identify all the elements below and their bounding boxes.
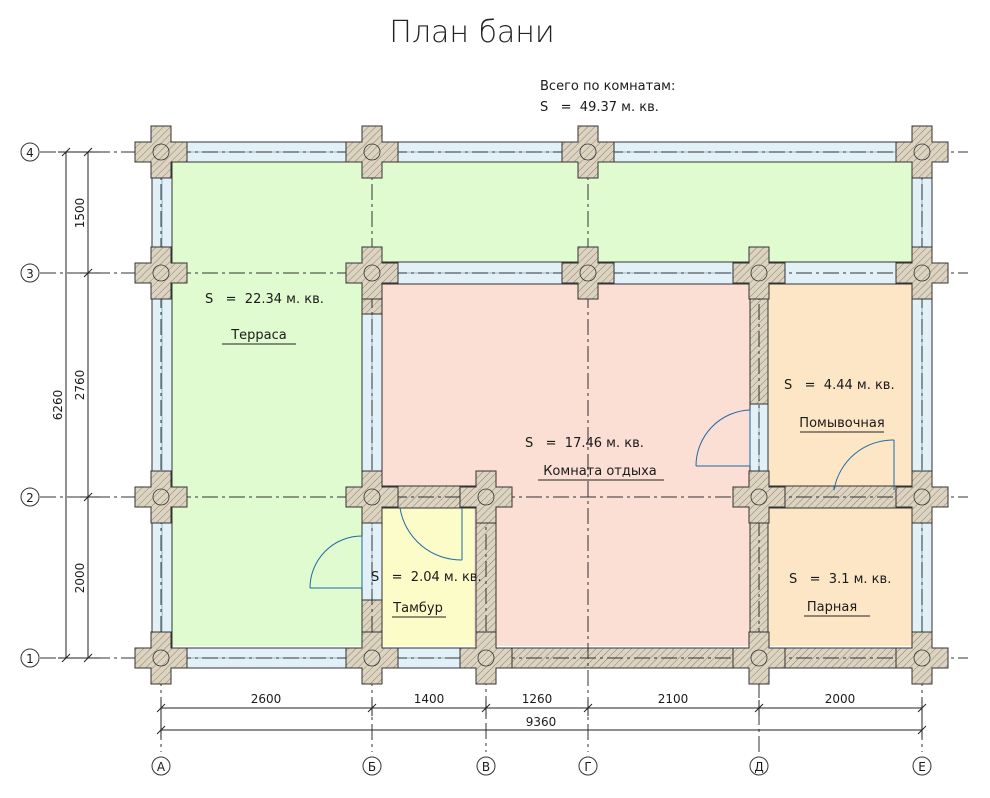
axis-bubbles-left: 4 3 2 1 bbox=[20, 142, 40, 668]
log-crossing-2 bbox=[561, 125, 615, 179]
door-vestibule[interactable] bbox=[399, 507, 463, 561]
log-end-2 bbox=[579, 143, 597, 161]
doors bbox=[309, 409, 895, 589]
log-end-6 bbox=[579, 264, 597, 282]
log-crossing-7 bbox=[732, 246, 786, 300]
room-floor-steam bbox=[768, 508, 912, 646]
log-crossing-6 bbox=[561, 246, 615, 300]
log-end-3 bbox=[913, 143, 931, 161]
log-crossing-14 bbox=[134, 631, 188, 685]
log-end-10 bbox=[363, 488, 381, 506]
log-crossing-3 bbox=[895, 125, 949, 179]
log-end-12 bbox=[750, 488, 768, 506]
log-crossing-18 bbox=[895, 631, 949, 685]
door-washroom-steam[interactable] bbox=[833, 439, 895, 491]
door-terrace-lounge[interactable] bbox=[309, 535, 363, 589]
dim-bottom-1: 2600 bbox=[251, 692, 282, 706]
dimension-chain-bottom: 2600 1400 1260 2100 2000 9360 bbox=[156, 692, 927, 738]
dim-bottom-3: 1260 bbox=[522, 692, 553, 706]
room-area-lounge: S = 17.46 м. кв. bbox=[525, 436, 644, 451]
log-corners bbox=[134, 125, 949, 685]
log-end-17 bbox=[750, 649, 768, 667]
room-floor-washroom bbox=[768, 284, 912, 486]
log-crossing-0 bbox=[134, 125, 188, 179]
dim-bottom-2: 1400 bbox=[414, 692, 445, 706]
door-lounge-washroom[interactable] bbox=[695, 409, 751, 467]
log-end-7 bbox=[750, 264, 768, 282]
room-name-steam: Парная bbox=[807, 600, 857, 615]
dim-bottom-5: 2000 bbox=[825, 692, 856, 706]
log-crossing-10 bbox=[345, 470, 399, 524]
room-labels: S = 22.34 м. кв. Терраса S = 17.46 м. кв… bbox=[205, 292, 895, 618]
summary-value: S = 49.37 м. кв. bbox=[540, 100, 659, 115]
axis-label-b: Б bbox=[368, 760, 376, 774]
axis-label-2: 2 bbox=[26, 491, 34, 505]
room-name-vestibule: Тамбур bbox=[392, 601, 443, 616]
log-crossing-16 bbox=[459, 631, 513, 685]
log-crossing-8 bbox=[895, 246, 949, 300]
dim-left-1: 1500 bbox=[73, 198, 87, 229]
axis-label-d: Д bbox=[754, 760, 763, 774]
room-area-terrace: S = 22.34 м. кв. bbox=[205, 292, 324, 307]
log-end-8 bbox=[913, 264, 931, 282]
dim-left-3: 2000 bbox=[73, 563, 87, 594]
axis-label-1: 1 bbox=[26, 652, 34, 666]
axis-label-4: 4 bbox=[26, 146, 34, 160]
log-end-18 bbox=[913, 649, 931, 667]
log-crossing-17 bbox=[732, 631, 786, 685]
room-floor-vestibule bbox=[382, 508, 474, 646]
log-crossing-5 bbox=[345, 246, 399, 300]
room-area-washroom: S = 4.44 м. кв. bbox=[784, 378, 895, 393]
log-crossing-12 bbox=[732, 470, 786, 524]
dim-bottom-4: 2100 bbox=[658, 692, 689, 706]
axis-bubbles-bottom: А Б В Г Д Е bbox=[151, 756, 932, 776]
dimension-chain-left: 1500 2760 2000 6260 bbox=[51, 147, 100, 663]
log-end-4 bbox=[152, 264, 170, 282]
log-crossing-11 bbox=[459, 470, 513, 524]
log-end-9 bbox=[152, 488, 170, 506]
log-crossing-13 bbox=[895, 470, 949, 524]
room-area-vestibule: S = 2.04 м. кв. bbox=[371, 570, 482, 585]
summary-label: Всего по комнатам: bbox=[540, 79, 675, 94]
log-crossing-15 bbox=[345, 631, 399, 685]
log-crossing-9 bbox=[134, 470, 188, 524]
axis-label-3: 3 bbox=[26, 267, 34, 281]
log-end-5 bbox=[363, 264, 381, 282]
room-area-steam: S = 3.1 м. кв. bbox=[789, 572, 891, 587]
room-name-lounge: Комната отдыха bbox=[543, 464, 657, 479]
log-crossing-4 bbox=[134, 246, 188, 300]
log-end-11 bbox=[477, 488, 495, 506]
dim-left-total: 6260 bbox=[51, 390, 65, 421]
axis-label-g: Г bbox=[584, 760, 591, 774]
log-end-16 bbox=[477, 649, 495, 667]
room-name-washroom: Помывочная bbox=[799, 416, 884, 431]
dim-left-2: 2760 bbox=[73, 370, 87, 401]
axis-label-e: Е bbox=[918, 760, 926, 774]
room-name-terrace: Терраса bbox=[230, 328, 287, 343]
log-end-1 bbox=[363, 143, 381, 161]
axis-label-a: А bbox=[157, 760, 166, 774]
dim-bottom-total: 9360 bbox=[526, 715, 557, 729]
log-end-13 bbox=[913, 488, 931, 506]
log-end-14 bbox=[152, 649, 170, 667]
log-crossing-1 bbox=[345, 125, 399, 179]
plan-title: План бани bbox=[389, 15, 554, 50]
log-end-15 bbox=[363, 649, 381, 667]
log-end-0 bbox=[152, 143, 170, 161]
axis-label-v: В bbox=[482, 760, 490, 774]
